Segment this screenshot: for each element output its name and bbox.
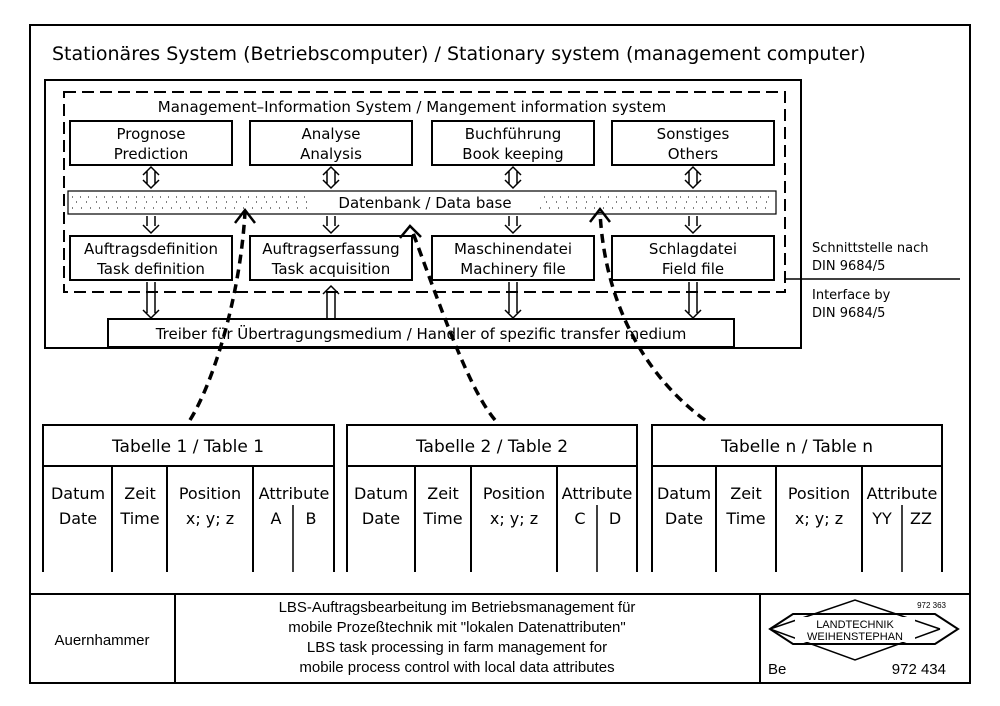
svg-text:Position: Position (483, 484, 545, 503)
svg-text:Machinery file: Machinery file (460, 260, 565, 278)
table-title: Tabelle 2 / Table 2 (415, 437, 568, 457)
svg-text:B: B (306, 509, 317, 528)
svg-text:Position: Position (179, 484, 241, 503)
table-2: Tabelle 2 / Table 2 Datum Date Zeit Time… (346, 424, 638, 572)
svg-text:A: A (271, 509, 282, 528)
caption-line-2: mobile Prozeßtechnik mit "lokalen Datena… (288, 619, 625, 636)
svg-text:D: D (609, 509, 621, 528)
mis-dashed-box (63, 91, 786, 293)
svg-text:x; y; z: x; y; z (490, 509, 538, 528)
svg-text:Prognose: Prognose (116, 125, 185, 143)
outer-frame (29, 24, 971, 684)
svg-text:Auftragserfassung: Auftragserfassung (262, 240, 399, 258)
interface-label-en-2: DIN 9684/5 (812, 306, 885, 321)
svg-text:Datum: Datum (51, 484, 105, 503)
svg-text:Attribute: Attribute (562, 484, 633, 503)
svg-text:ZZ: ZZ (910, 509, 932, 528)
svg-text:Auftragsdefinition: Auftragsdefinition (84, 240, 218, 258)
dashed-arrow-heads (234, 206, 611, 239)
svg-text:Prediction: Prediction (114, 145, 189, 163)
svg-text:Zeit: Zeit (730, 484, 762, 503)
svg-text:Time: Time (725, 509, 765, 528)
mis-title: Management–Information System / Mangemen… (158, 98, 666, 116)
svg-text:Datum: Datum (354, 484, 408, 503)
svg-text:Sonstiges: Sonstiges (657, 125, 730, 143)
interface-label-de-2: DIN 9684/5 (812, 259, 885, 274)
database-label: Datenbank / Data base (338, 194, 511, 212)
svg-text:x; y; z: x; y; z (795, 509, 843, 528)
dashed-arrows (188, 211, 707, 422)
module-book-keeping: Buchführung Book keeping (431, 120, 595, 166)
initials: Be (768, 661, 786, 678)
module-task-acquisition: Auftragserfassung Task acquisition (249, 235, 413, 281)
svg-text:Others: Others (668, 145, 719, 163)
landtechnik-logo: LANDTECHNIK WEIHENSTEPHAN (768, 599, 960, 661)
module-prediction: Prognose Prediction (69, 120, 233, 166)
svg-text:Time: Time (119, 509, 159, 528)
svg-text:Attribute: Attribute (867, 484, 938, 503)
svg-text:Attribute: Attribute (259, 484, 330, 503)
title-block: Auernhammer LBS-Auftragsbearbeitung im B… (30, 593, 970, 683)
svg-text:Date: Date (362, 509, 400, 528)
svg-text:Date: Date (665, 509, 703, 528)
svg-text:Analysis: Analysis (300, 145, 362, 163)
svg-text:Field file: Field file (662, 260, 724, 278)
svg-text:Buchführung: Buchführung (465, 125, 562, 143)
module-analysis: Analyse Analysis (249, 120, 413, 166)
table-1: Tabelle 1 / Table 1 Datum Date Zeit Time… (42, 424, 335, 572)
database-bar: Datenbank / Data base (67, 190, 777, 215)
drawing-number: 972 434 (892, 661, 946, 678)
svg-text:Datum: Datum (657, 484, 711, 503)
caption-line-3: LBS task processing in farm management f… (307, 639, 607, 656)
svg-text:Zeit: Zeit (124, 484, 156, 503)
interface-label-de-1: Schnittstelle nach (812, 241, 929, 256)
svg-text:Schlagdatei: Schlagdatei (649, 240, 737, 258)
interface-label-en-1: Interface by (812, 288, 891, 303)
table-n: Tabelle n / Table n Datum Date Zeit Time… (651, 424, 943, 572)
svg-text:Task acquisition: Task acquisition (271, 260, 391, 278)
svg-text:YY: YY (871, 509, 892, 528)
module-others: Sonstiges Others (611, 120, 775, 166)
handler-label: Treiber für Übertragungsmedium / Handler… (155, 324, 687, 343)
svg-text:Task definition: Task definition (96, 260, 205, 278)
double-arrows-top (142, 165, 702, 190)
logo-line-1: LANDTECHNIK (816, 619, 894, 631)
small-number: 972 363 (917, 601, 946, 610)
svg-text:Zeit: Zeit (427, 484, 459, 503)
svg-text:Date: Date (59, 509, 97, 528)
caption-line-4: mobile process control with local data a… (299, 659, 614, 676)
module-machinery-file: Maschinendatei Machinery file (431, 235, 595, 281)
handler-box (107, 318, 735, 348)
svg-text:Maschinendatei: Maschinendatei (454, 240, 572, 258)
page-title: Stationäres System (Betriebscomputer) / … (52, 43, 866, 65)
dashed-arrow-table1 (188, 211, 247, 421)
table-title: Tabelle n / Table n (720, 437, 873, 457)
logo-line-2: WEIHENSTEPHAN (807, 631, 903, 643)
author: Auernhammer (54, 632, 149, 649)
arrows-db-to-modules (142, 216, 702, 235)
module-task-definition: Auftragsdefinition Task definition (69, 235, 233, 281)
module-field-file: Schlagdatei Field file (611, 235, 775, 281)
table-title: Tabelle 1 / Table 1 (111, 437, 264, 457)
svg-text:C: C (574, 509, 585, 528)
svg-text:Time: Time (422, 509, 462, 528)
dashed-arrow-tablen (598, 211, 707, 422)
svg-text:Book keeping: Book keeping (462, 145, 563, 163)
svg-text:Analyse: Analyse (301, 125, 360, 143)
svg-text:Position: Position (788, 484, 850, 503)
svg-text:x; y; z: x; y; z (186, 509, 234, 528)
dashed-arrow-table2 (410, 229, 497, 422)
caption-line-1: LBS-Auftragsbearbeitung im Betriebsmanag… (279, 599, 636, 616)
